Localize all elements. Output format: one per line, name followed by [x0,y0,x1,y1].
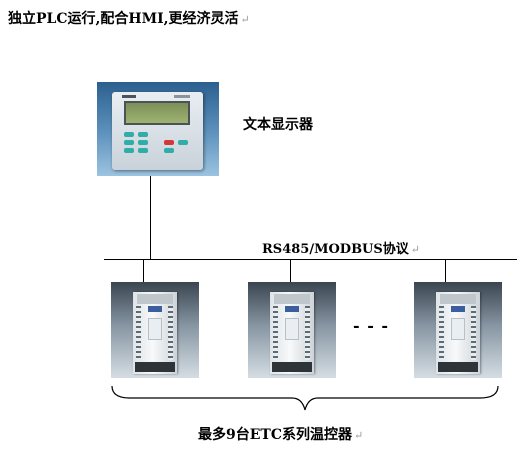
module-drop-line [143,260,144,282]
hmi-keypad [124,132,190,162]
etc-controller-module-image [248,282,336,378]
etc-module-body [436,292,480,374]
paragraph-mark-icon: ↵ [240,13,250,26]
paragraph-mark-icon: ↵ [410,243,420,256]
ellipsis-dashes: - - - [353,316,389,335]
diagram-title: 独立PLC运行,配合HMI,更经济灵活↵ [8,8,250,28]
hmi-label-text: 文本显示器 [243,117,313,133]
hmi-device-image [97,82,219,176]
bus-label: RS485/MODBUS协议↵ [262,238,420,257]
brand-label [285,306,299,312]
bottom-label: 最多9台ETC系列温控器↵ [198,424,363,444]
ellipsis-text: - - - [353,316,390,335]
title-text: 独立PLC运行,配合HMI,更经济灵活 [8,11,239,27]
brand-label [451,306,465,312]
hmi-connector-line [150,176,151,259]
hmi-lcd-screen [124,101,190,125]
etc-module-body [133,292,177,374]
bottom-label-text: 最多9台ETC系列温控器 [198,427,352,443]
hmi-device-body [112,92,203,170]
grouping-brace [111,385,499,411]
hmi-label: 文本显示器 [243,114,313,134]
brand-label [148,306,162,312]
etc-module-body [270,292,314,374]
paragraph-mark-icon: ↵ [353,429,364,442]
etc-controller-module-image [111,282,199,378]
etc-controller-module-image [414,282,502,378]
module-drop-line [445,260,446,282]
module-drop-line [290,260,291,282]
bus-label-text: RS485/MODBUS协议 [262,242,409,257]
rs485-bus-line [104,259,517,260]
